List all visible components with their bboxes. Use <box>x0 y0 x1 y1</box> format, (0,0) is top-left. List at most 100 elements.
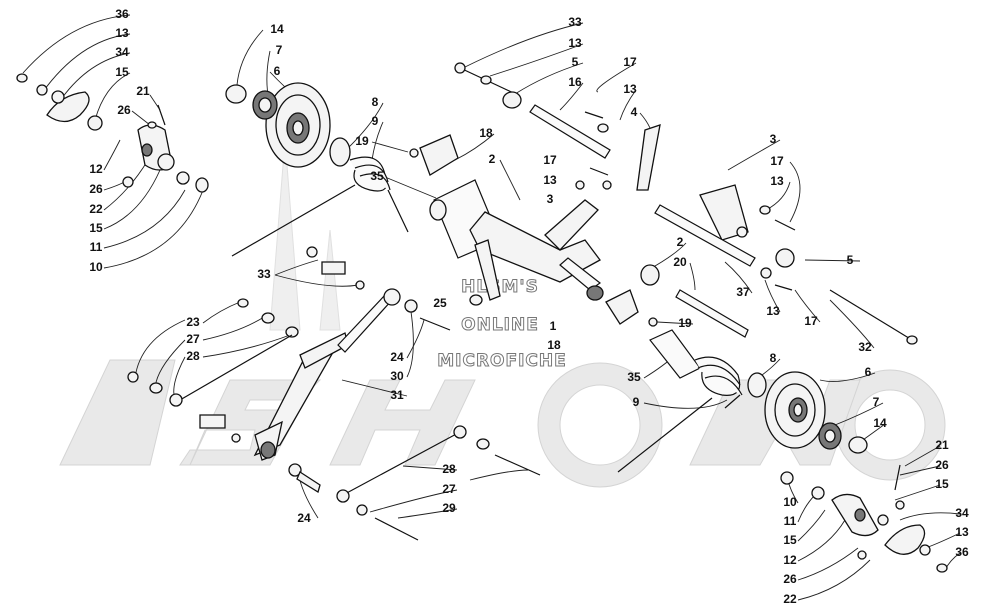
callout-2: 2 <box>677 235 684 249</box>
right-spring-ring <box>747 372 767 398</box>
shock-absorber <box>127 246 541 541</box>
callout-5: 5 <box>572 55 579 69</box>
callout-13: 13 <box>955 525 969 539</box>
callout-13: 13 <box>770 174 784 188</box>
right-spring-sleeve <box>649 329 701 379</box>
callout-13: 13 <box>623 82 637 96</box>
right-idler-assembly <box>617 356 948 573</box>
right-torsion-spring <box>617 356 743 473</box>
callout-3: 3 <box>547 192 554 206</box>
callout-27: 27 <box>186 332 200 346</box>
leader-lines <box>22 14 961 601</box>
callout-19: 19 <box>355 134 369 148</box>
callout-35: 35 <box>627 370 641 384</box>
lower-block <box>605 289 639 325</box>
callout-14: 14 <box>270 22 284 36</box>
callout-22: 22 <box>783 592 797 606</box>
callout-9: 9 <box>633 395 640 409</box>
callout-26: 26 <box>783 572 797 586</box>
watermark-line-2: ONLINE <box>461 315 539 335</box>
callout-34: 34 <box>955 506 969 520</box>
callout-25: 25 <box>433 296 447 310</box>
callout-36: 36 <box>955 545 969 559</box>
callout-33: 33 <box>568 15 582 29</box>
callout-21: 21 <box>136 84 150 98</box>
callout-29: 29 <box>442 501 456 515</box>
callout-12: 12 <box>89 162 103 176</box>
callout-24: 24 <box>390 350 404 364</box>
callout-14: 14 <box>873 416 887 430</box>
callout-12: 12 <box>783 553 797 567</box>
callout-35: 35 <box>370 169 384 183</box>
rear-shaft <box>654 204 756 267</box>
callout-11: 11 <box>90 240 103 254</box>
callout-30: 30 <box>390 369 404 383</box>
callout-6: 6 <box>865 365 872 379</box>
left-spring-ring <box>329 137 351 167</box>
callout-15: 15 <box>783 533 797 547</box>
callout-34: 34 <box>115 45 129 59</box>
callout-31: 31 <box>390 388 404 402</box>
callout-13: 13 <box>766 304 780 318</box>
left-spacer <box>225 84 247 104</box>
callout-17: 17 <box>804 314 818 328</box>
callout-labels: 3613341521261226221511101476891935332327… <box>89 7 969 606</box>
callout-15: 15 <box>89 221 103 235</box>
callout-18: 18 <box>479 126 493 140</box>
callout-27: 27 <box>442 482 456 496</box>
callout-6: 6 <box>274 64 281 78</box>
callout-5: 5 <box>847 253 854 267</box>
callout-28: 28 <box>442 462 456 476</box>
shock-rod <box>337 294 393 353</box>
right-scraper <box>884 524 926 555</box>
callout-26: 26 <box>89 182 103 196</box>
callout-15: 15 <box>115 65 129 79</box>
callout-18: 18 <box>547 338 561 352</box>
callout-8: 8 <box>372 95 379 109</box>
callout-7: 7 <box>276 43 283 57</box>
left-torsion-spring <box>231 156 409 257</box>
callout-10: 10 <box>89 260 103 274</box>
callout-21: 21 <box>935 438 949 452</box>
watermark-line-1: HLSM'S <box>461 277 539 297</box>
callout-22: 22 <box>89 202 103 216</box>
callout-28: 28 <box>186 349 200 363</box>
callout-13: 13 <box>115 26 129 40</box>
callout-32: 32 <box>858 340 872 354</box>
callout-26: 26 <box>935 458 949 472</box>
callout-9: 9 <box>372 114 379 128</box>
rail-shafts <box>409 62 918 379</box>
watermark-text: HLSM'S ONLINE MICROFICHE <box>437 277 567 372</box>
callout-23: 23 <box>186 315 200 329</box>
callout-11: 11 <box>784 514 797 528</box>
callout-17: 17 <box>543 153 557 167</box>
front-bushing <box>502 91 522 109</box>
callout-7: 7 <box>873 395 880 409</box>
callout-26: 26 <box>117 103 131 117</box>
callout-4: 4 <box>631 105 638 119</box>
bracket-arm <box>636 124 661 191</box>
callout-17: 17 <box>770 154 784 168</box>
callout-10: 10 <box>783 495 797 509</box>
upper-block <box>419 134 459 176</box>
callout-8: 8 <box>770 351 777 365</box>
callout-16: 16 <box>568 75 582 89</box>
callout-37: 37 <box>736 285 750 299</box>
callout-19: 19 <box>678 316 692 330</box>
callout-15: 15 <box>935 477 949 491</box>
callout-13: 13 <box>543 173 557 187</box>
callout-33: 33 <box>257 267 271 281</box>
watermark-line-3: MICROFICHE <box>437 351 567 371</box>
callout-20: 20 <box>673 255 687 269</box>
callout-24: 24 <box>297 511 311 525</box>
callout-36: 36 <box>115 7 129 21</box>
callout-13: 13 <box>568 36 582 50</box>
left-bushing <box>157 153 175 171</box>
cross-shaft <box>675 289 749 338</box>
callout-3: 3 <box>770 132 777 146</box>
callout-17: 17 <box>623 55 637 69</box>
callout-1: 1 <box>550 319 557 333</box>
right-spacer <box>848 436 868 454</box>
callout-2: 2 <box>489 152 496 166</box>
